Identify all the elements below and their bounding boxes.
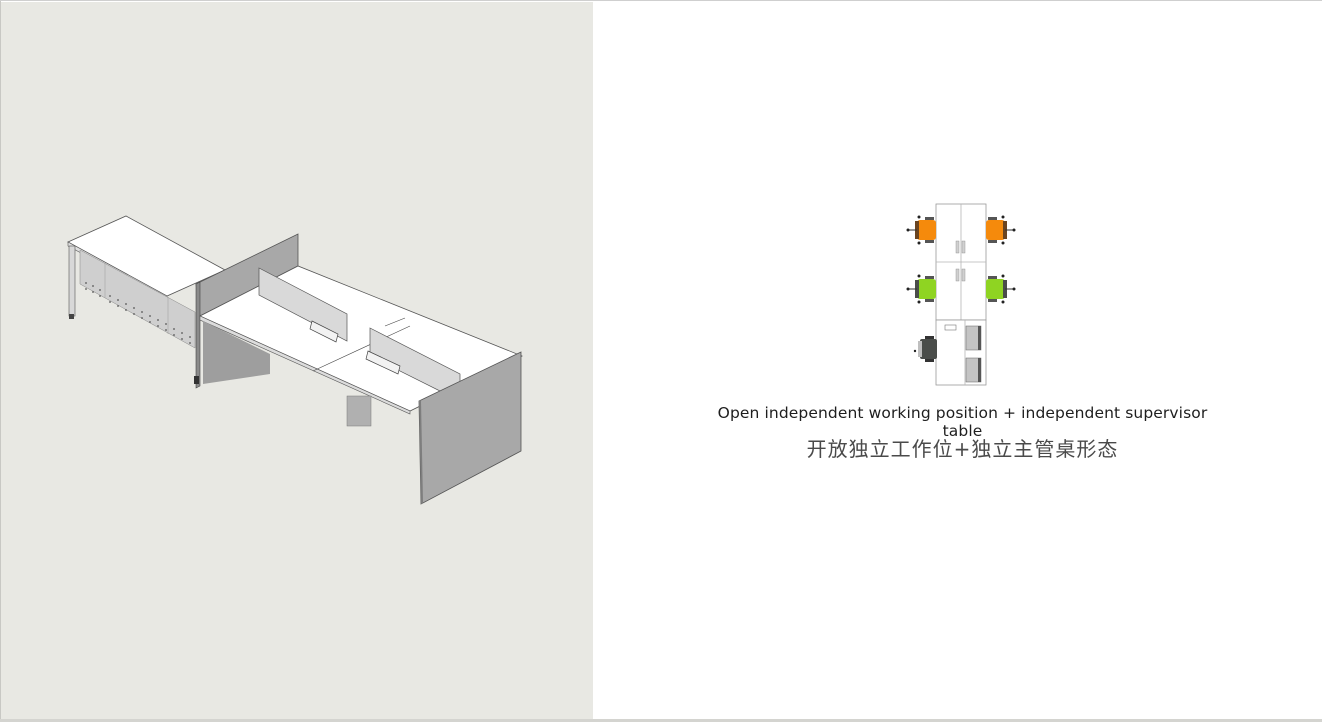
isometric-desk-render (67, 215, 523, 505)
caption-chinese: 开放独立工作位+独立主管桌形态 (806, 437, 1119, 461)
chair-supervisor (913, 336, 937, 362)
floor-plan-icon (906, 203, 1016, 386)
caption-english: Open independent working position + inde… (717, 404, 1208, 440)
chair-green-right (986, 274, 1016, 304)
chair-orange-left (906, 215, 936, 245)
chair-green-left (906, 274, 936, 304)
left-border (0, 1, 1, 722)
chair-orange-right (986, 215, 1016, 245)
